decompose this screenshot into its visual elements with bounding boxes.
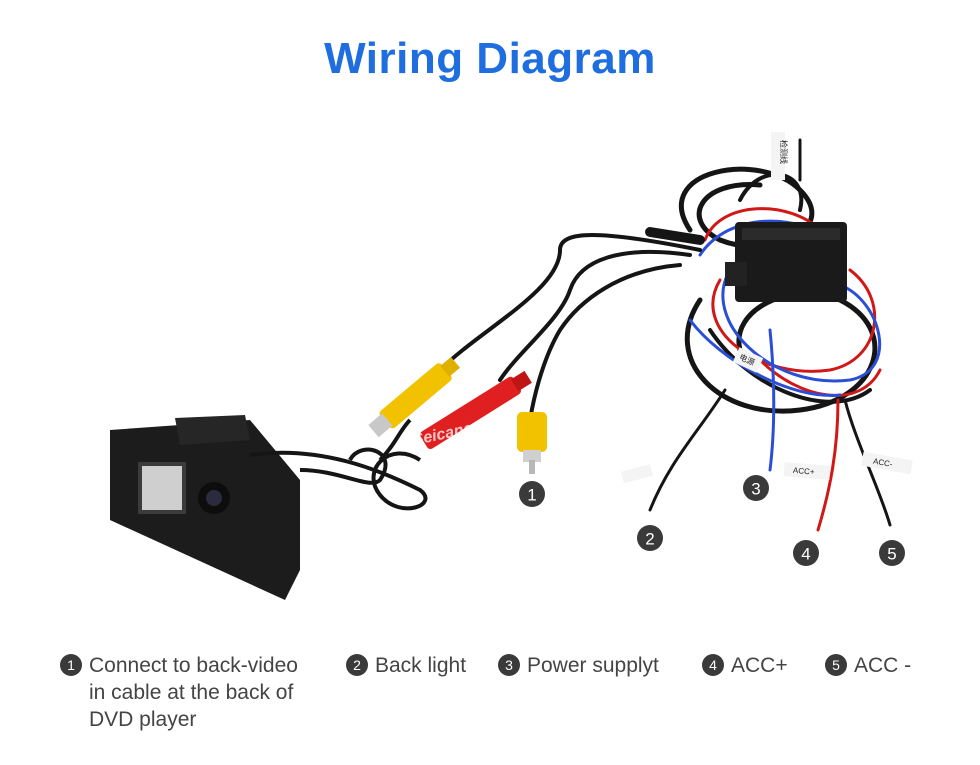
svg-text:ACC+: ACC+ bbox=[793, 466, 816, 477]
page-title: Wiring Diagram bbox=[324, 34, 656, 83]
video-cables bbox=[438, 227, 705, 422]
legend-item-5: 5 ACC - bbox=[825, 652, 911, 679]
junction-box bbox=[725, 222, 847, 302]
rca-yellow-male bbox=[517, 412, 547, 474]
legend-label: ACC+ bbox=[731, 654, 788, 677]
svg-text:2: 2 bbox=[645, 530, 654, 549]
rca-red bbox=[420, 370, 532, 449]
legend-label: Power supplyt bbox=[527, 654, 659, 677]
camera bbox=[110, 415, 300, 600]
callout-2: 2 bbox=[637, 525, 663, 551]
legend-label: Back light bbox=[375, 654, 467, 677]
svg-text:4: 4 bbox=[801, 545, 810, 564]
legend-number: 2 bbox=[346, 654, 368, 676]
callout-4: 4 bbox=[793, 540, 819, 566]
wire-tag-power: 电源 bbox=[732, 347, 764, 373]
legend-number: 3 bbox=[498, 654, 520, 676]
wire-tag-back-light bbox=[620, 464, 654, 484]
legend-item-2: 2 Back light bbox=[346, 652, 466, 679]
legend-item-4: 4 ACC+ bbox=[702, 652, 788, 679]
legend-item-3: 3 Power supplyt bbox=[498, 652, 659, 679]
wire-tag-top: 检测线 bbox=[771, 132, 789, 180]
svg-text:ACC-: ACC- bbox=[872, 457, 893, 469]
svg-text:3: 3 bbox=[751, 480, 760, 499]
legend-label: ACC - bbox=[854, 654, 912, 677]
legend-label: Connect to back-video in cable at the ba… bbox=[89, 654, 298, 731]
wire-tag-acc-plus: ACC+ bbox=[783, 462, 831, 480]
callout-3: 3 bbox=[743, 475, 769, 501]
svg-text:5: 5 bbox=[887, 545, 896, 564]
wire-tag-acc-minus: ACC- bbox=[861, 451, 913, 475]
legend-number: 4 bbox=[702, 654, 724, 676]
legend: 1 Connect to back-video in cable at the … bbox=[0, 652, 980, 752]
legend-number: 1 bbox=[60, 654, 82, 676]
svg-text:检测线: 检测线 bbox=[779, 140, 789, 164]
svg-text:1: 1 bbox=[527, 486, 536, 505]
callout-5: 5 bbox=[879, 540, 905, 566]
callout-1: 1 bbox=[519, 481, 545, 507]
rca-yellow-female bbox=[368, 356, 460, 438]
legend-number: 5 bbox=[825, 654, 847, 676]
camera-cable bbox=[249, 418, 428, 511]
legend-item-1: 1 Connect to back-video in cable at the … bbox=[60, 652, 298, 733]
